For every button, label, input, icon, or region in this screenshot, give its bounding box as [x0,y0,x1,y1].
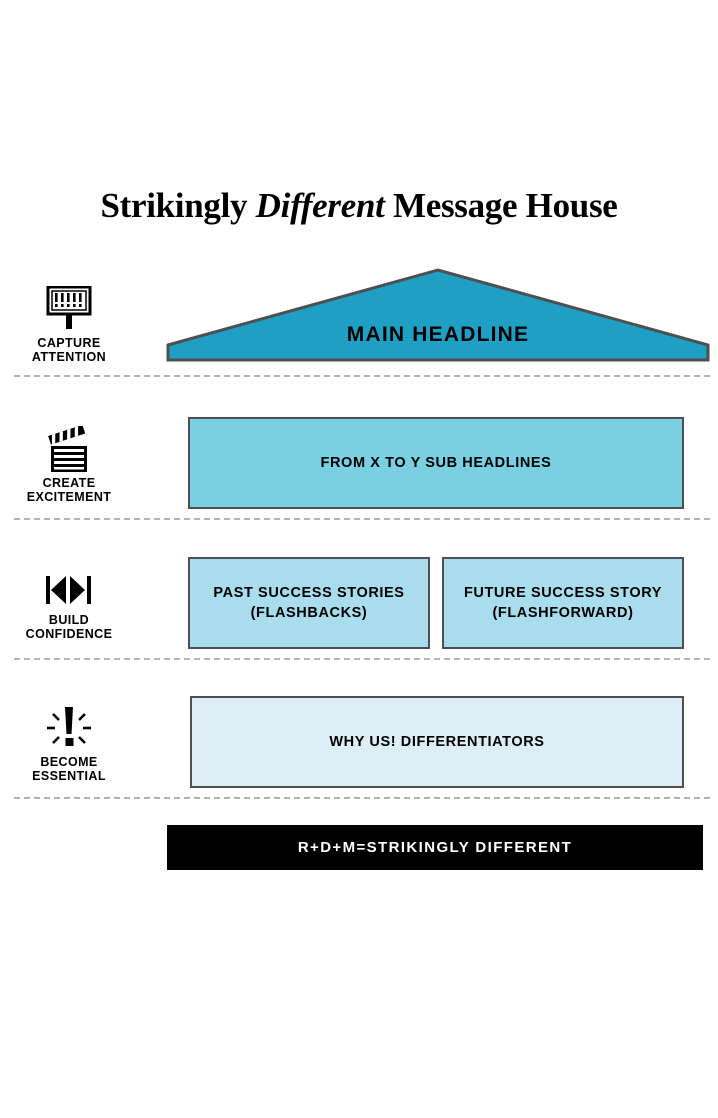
row-label-line2: CONFIDENCE [25,627,113,641]
box-future-success-line1: FUTURE SUCCESS STORY [463,585,663,601]
box-sub-headlines[interactable]: FROM X TO Y SUB HEADLINES [188,417,684,509]
exclamation-burst-icon [8,703,130,753]
row-label-create-excitement: CREATE EXCITEMENT [8,476,130,504]
divider-1 [14,375,710,377]
clapperboard-icon [8,426,130,474]
row-label-line2: ATTENTION [31,350,107,364]
foundation-bar-text: R+D+M=STRIKINGLY DIFFERENT [297,839,573,856]
box-past-success[interactable]: PAST SUCCESS STORIES (FLASHBACKS) [188,557,430,649]
box-differentiators[interactable]: WHY US! DIFFERENTIATORS [190,696,684,788]
row-label-line1: BECOME [40,755,98,769]
page-title-part1: Strikingly [100,186,256,225]
page-title-emphasis: Different [255,186,385,225]
page-title-part2: Message House [384,186,618,225]
box-past-success-text: PAST SUCCESS STORIES (FLASHBACKS) [213,583,404,623]
row-label-line2: EXCITEMENT [26,490,112,504]
divider-2 [14,518,710,520]
billboard-exclamation-icon [8,286,130,330]
divider-3 [14,658,710,660]
row-label-line1: BUILD [48,613,90,627]
row-label-become-essential: BECOME ESSENTIAL [8,755,130,783]
box-differentiators-text: WHY US! DIFFERENTIATORS [329,734,545,750]
box-sub-headlines-text: FROM X TO Y SUB HEADLINES [320,455,552,471]
skip-back-forward-icon [8,567,130,607]
box-future-success-text: FUTURE SUCCESS STORY (FLASHFORWARD) [464,583,662,623]
box-future-success-line2: (FLASHFORWARD) [492,605,634,621]
row-label-build-confidence: BUILD CONFIDENCE [8,613,130,641]
row-label-capture-attention: CAPTURE ATTENTION [8,336,130,364]
box-future-success[interactable]: FUTURE SUCCESS STORY (FLASHFORWARD) [442,557,684,649]
page-title: Strikingly Different Message House [0,186,718,226]
roof-shape[interactable]: MAIN HEADLINE [166,268,710,362]
box-past-success-line2: (FLASHBACKS) [250,605,368,621]
row-label-line2: ESSENTIAL [32,769,106,783]
foundation-bar[interactable]: R+D+M=STRIKINGLY DIFFERENT [167,825,703,870]
divider-4 [14,797,710,799]
box-past-success-line1: PAST SUCCESS STORIES [213,585,405,601]
row-label-line1: CREATE [42,476,96,490]
row-label-line1: CAPTURE [37,336,101,350]
